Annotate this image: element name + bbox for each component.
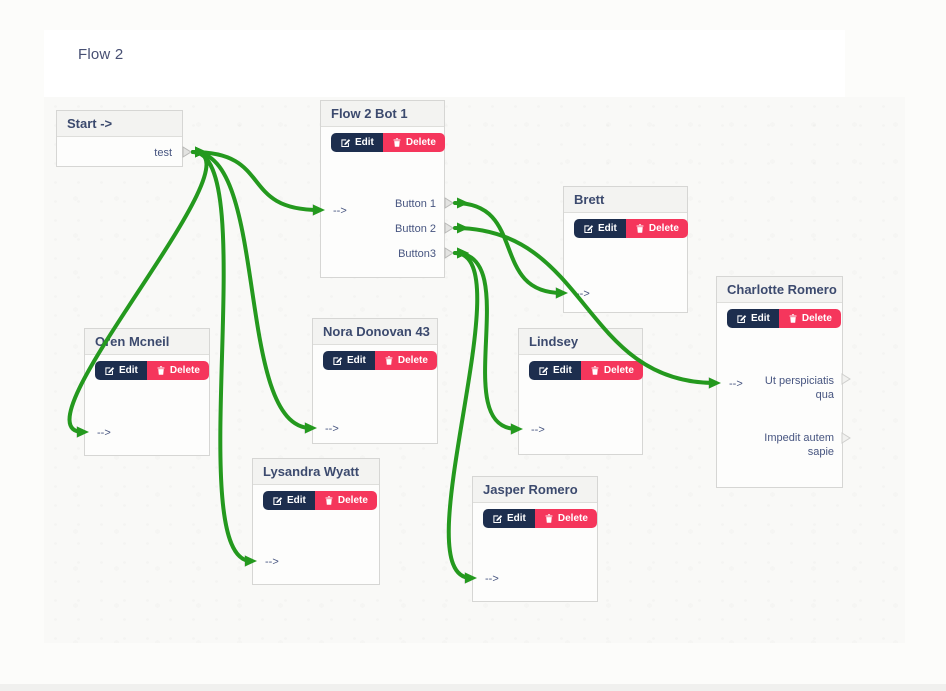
node-title[interactable]: Start -> bbox=[57, 111, 182, 137]
output-port-label: Impedit autem sapie bbox=[764, 432, 834, 458]
node-actions: Edit Delete bbox=[727, 309, 841, 328]
edit-button[interactable]: Edit bbox=[323, 351, 375, 370]
edit-pencil-icon bbox=[583, 223, 594, 234]
delete-button[interactable]: Delete bbox=[314, 491, 377, 510]
input-port-label: --> bbox=[729, 378, 743, 390]
edit-button-label: Edit bbox=[507, 512, 526, 524]
output-port-label: Button 2 bbox=[395, 223, 436, 235]
edit-pencil-icon bbox=[492, 513, 503, 524]
node-title[interactable]: Flow 2 Bot 1 bbox=[321, 101, 444, 127]
flow-header-card: Flow 2 bbox=[44, 30, 845, 97]
node-actions: Edit Delete bbox=[263, 491, 377, 510]
trash-icon bbox=[156, 365, 166, 376]
delete-button-label: Delete bbox=[397, 354, 428, 366]
edit-pencil-icon bbox=[104, 365, 115, 376]
flow-node-nora[interactable]: Nora Donovan 43 Edit Delete --> bbox=[312, 318, 438, 444]
node-title[interactable]: Charlotte Romero bbox=[717, 277, 842, 303]
edit-button[interactable]: Edit bbox=[263, 491, 315, 510]
page-bottom-strip bbox=[0, 684, 946, 691]
trash-icon bbox=[635, 223, 645, 234]
trash-icon bbox=[590, 365, 600, 376]
trash-icon bbox=[788, 313, 798, 324]
delete-button[interactable]: Delete bbox=[778, 309, 841, 328]
page-title: Flow 2 bbox=[78, 46, 124, 63]
delete-button-label: Delete bbox=[405, 136, 436, 148]
input-port-label: --> bbox=[485, 573, 499, 585]
edit-button-label: Edit bbox=[347, 354, 366, 366]
node-actions: Edit Delete bbox=[483, 509, 597, 528]
edit-button[interactable]: Edit bbox=[95, 361, 147, 380]
edit-button[interactable]: Edit bbox=[331, 133, 383, 152]
input-port-label: --> bbox=[325, 423, 339, 435]
edit-button-label: Edit bbox=[287, 494, 306, 506]
delete-button-label: Delete bbox=[801, 312, 832, 324]
edit-button[interactable]: Edit bbox=[529, 361, 581, 380]
edit-pencil-icon bbox=[538, 365, 549, 376]
delete-button-label: Delete bbox=[603, 364, 634, 376]
trash-icon bbox=[324, 495, 334, 506]
input-port-label: --> bbox=[531, 424, 545, 436]
input-port-label: --> bbox=[333, 205, 347, 217]
input-port-label: --> bbox=[576, 288, 590, 300]
node-actions: Edit Delete bbox=[331, 133, 445, 152]
node-title[interactable]: Oren Mcneil bbox=[85, 329, 209, 355]
delete-button-label: Delete bbox=[557, 512, 588, 524]
delete-button-label: Delete bbox=[169, 364, 200, 376]
delete-button[interactable]: Delete bbox=[625, 219, 688, 238]
node-title[interactable]: Nora Donovan 43 bbox=[313, 319, 437, 345]
edit-button-label: Edit bbox=[355, 136, 374, 148]
input-port-label: --> bbox=[265, 556, 279, 568]
node-title[interactable]: Lysandra Wyatt bbox=[253, 459, 379, 485]
delete-button-label: Delete bbox=[648, 222, 679, 234]
delete-button[interactable]: Delete bbox=[580, 361, 643, 380]
edit-button[interactable]: Edit bbox=[483, 509, 535, 528]
edit-pencil-icon bbox=[340, 137, 351, 148]
flow-node-start[interactable]: Start -> test bbox=[56, 110, 183, 167]
output-port-label: Ut perspiciatis qua bbox=[764, 375, 834, 401]
node-title[interactable]: Jasper Romero bbox=[473, 477, 597, 503]
edit-button-label: Edit bbox=[553, 364, 572, 376]
node-actions: Edit Delete bbox=[95, 361, 209, 380]
trash-icon bbox=[544, 513, 554, 524]
node-actions: Edit Delete bbox=[323, 351, 437, 370]
delete-button[interactable]: Delete bbox=[534, 509, 597, 528]
node-title[interactable]: Brett bbox=[564, 187, 687, 213]
trash-icon bbox=[384, 355, 394, 366]
input-port-label: --> bbox=[97, 427, 111, 439]
delete-button[interactable]: Delete bbox=[374, 351, 437, 370]
edit-button-label: Edit bbox=[751, 312, 770, 324]
edit-pencil-icon bbox=[736, 313, 747, 324]
edit-button[interactable]: Edit bbox=[574, 219, 626, 238]
trash-icon bbox=[392, 137, 402, 148]
edit-pencil-icon bbox=[272, 495, 283, 506]
edit-button-label: Edit bbox=[119, 364, 138, 376]
edit-button-label: Edit bbox=[598, 222, 617, 234]
delete-button[interactable]: Delete bbox=[382, 133, 445, 152]
delete-button-label: Delete bbox=[337, 494, 368, 506]
delete-button[interactable]: Delete bbox=[146, 361, 209, 380]
edit-button[interactable]: Edit bbox=[727, 309, 779, 328]
node-actions: Edit Delete bbox=[529, 361, 643, 380]
flow-node-flow2bot1[interactable]: Flow 2 Bot 1 Edit Delete --> Button 1 Button … bbox=[320, 100, 445, 278]
edit-pencil-icon bbox=[332, 355, 343, 366]
output-port-label: test bbox=[154, 147, 172, 159]
output-port-label: Button3 bbox=[398, 248, 436, 260]
node-title[interactable]: Lindsey bbox=[519, 329, 642, 355]
node-actions: Edit Delete bbox=[574, 219, 688, 238]
output-port-label: Button 1 bbox=[395, 198, 436, 210]
